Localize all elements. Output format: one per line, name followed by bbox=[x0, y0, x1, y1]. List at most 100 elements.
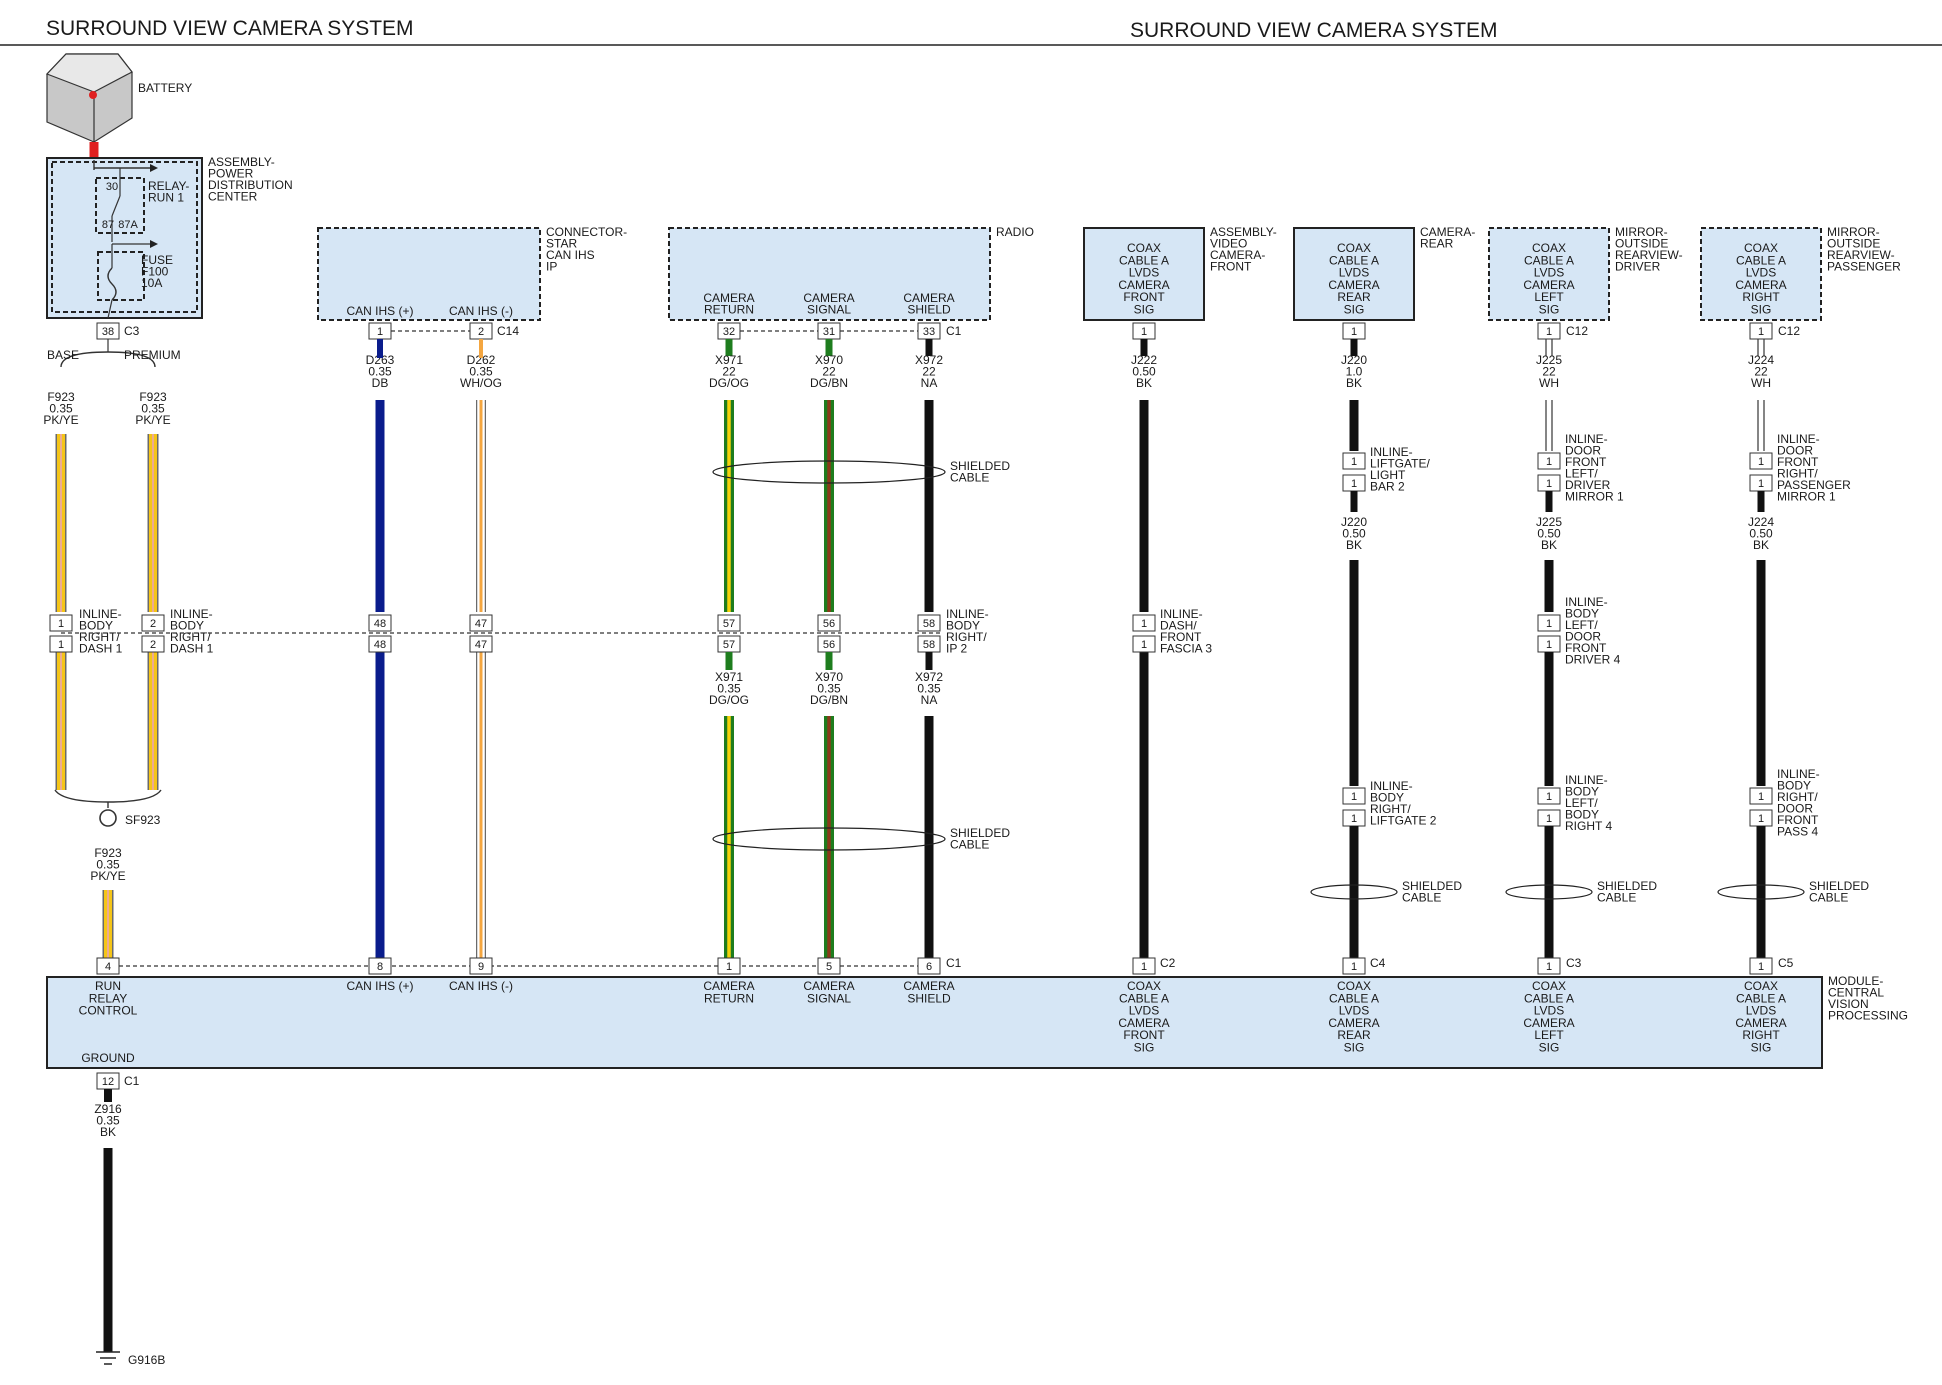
fuse-out bbox=[107, 299, 113, 319]
module-pin-name: CAMERA bbox=[803, 979, 854, 993]
wire-label: PK/YE bbox=[135, 413, 170, 427]
camera-pin-name: LEFT bbox=[1534, 290, 1564, 304]
module-pin-name: REAR bbox=[1337, 1028, 1371, 1042]
module-pin-name: RIGHT bbox=[1742, 1028, 1780, 1042]
wire-label: 0.35 bbox=[96, 858, 120, 872]
page-title-right: SURROUND VIEW CAMERA SYSTEM bbox=[1130, 19, 1498, 42]
inline-label: DOOR bbox=[1777, 802, 1813, 816]
inline-label: RIGHT/ bbox=[1370, 802, 1411, 816]
pdc-label: ASSEMBLY- bbox=[208, 155, 275, 169]
pin-box bbox=[717, 957, 741, 975]
module-pin-name: COAX bbox=[1337, 979, 1371, 993]
wire-label: NA bbox=[921, 376, 938, 390]
inline-label: PASSENGER bbox=[1777, 478, 1851, 492]
inline-label: FRONT bbox=[1777, 455, 1819, 469]
module-pin-name: SIGNAL bbox=[807, 991, 851, 1005]
pdc-label: DISTRIBUTION bbox=[208, 178, 293, 192]
camera-pin-name: COAX bbox=[1337, 241, 1371, 255]
camera-front-label: CAMERA- bbox=[1210, 248, 1265, 262]
wire-label: 0.35 bbox=[917, 682, 941, 696]
wire-label: J224 bbox=[1748, 353, 1774, 367]
wire-label: NA bbox=[921, 693, 938, 707]
pin-box bbox=[1342, 957, 1366, 975]
inline-label: BODY bbox=[946, 619, 980, 633]
pin-box bbox=[469, 635, 493, 653]
pin-box bbox=[141, 614, 165, 632]
pin-box bbox=[1132, 635, 1156, 653]
inline-label: BODY bbox=[1777, 779, 1811, 793]
mirror-driver-label: REARVIEW- bbox=[1615, 248, 1683, 262]
splice-label: SF923 bbox=[125, 813, 161, 827]
inline-label: INLINE- bbox=[1160, 607, 1203, 621]
wire-label: PK/YE bbox=[90, 869, 125, 883]
pin-number: 58 bbox=[923, 639, 935, 651]
relay-pin-87: 87 bbox=[102, 219, 114, 231]
relay-label: RUN 1 bbox=[148, 191, 184, 205]
pin-number: 6 bbox=[926, 961, 932, 973]
camera-pin-name: COAX bbox=[1127, 241, 1161, 255]
camera-pin-name: CABLE A bbox=[1524, 253, 1574, 267]
wire-label: BK bbox=[100, 1125, 116, 1139]
module-pin-name: RELAY bbox=[89, 991, 127, 1005]
pin-box bbox=[96, 957, 120, 975]
camera-pin-name: LVDS bbox=[1534, 266, 1564, 280]
connector-star-can-ihs bbox=[317, 227, 541, 321]
inline-label: MIRROR 1 bbox=[1565, 490, 1624, 504]
fuse-label: FUSE bbox=[141, 253, 173, 267]
wire-label: 0.35 bbox=[96, 1114, 120, 1128]
pin-box bbox=[917, 614, 941, 632]
inline-label: IP 2 bbox=[946, 642, 967, 656]
camera-pin-name: RIGHT bbox=[1742, 290, 1780, 304]
module-pin-name: CABLE A bbox=[1524, 991, 1574, 1005]
wire-label: BK bbox=[1136, 376, 1152, 390]
wire-label: X970 bbox=[815, 670, 843, 684]
wire-label: WH bbox=[1539, 376, 1559, 390]
inline-label: DRIVER bbox=[1565, 478, 1611, 492]
module-pin-name: RETURN bbox=[704, 991, 754, 1005]
inline-label: INLINE- bbox=[1565, 773, 1608, 787]
module-pin-name: SIG bbox=[1344, 1041, 1365, 1055]
pin-name: CAMERA bbox=[803, 291, 854, 305]
inline-label: LEFT/ bbox=[1565, 618, 1598, 632]
wire-label: 22 bbox=[1754, 365, 1768, 379]
fuse-box bbox=[97, 251, 145, 301]
relay-pin-30: 30 bbox=[106, 181, 118, 193]
shielded-cable-label: SHIELDED bbox=[1597, 879, 1657, 893]
branch-premium: PREMIUM bbox=[124, 348, 181, 362]
inline-label: BODY bbox=[1370, 791, 1404, 805]
inline-label: DOOR bbox=[1565, 630, 1601, 644]
arrow-icon bbox=[150, 240, 158, 248]
module-pin-name: CAN IHS (+) bbox=[346, 979, 413, 993]
connector-id: C2 bbox=[1160, 956, 1176, 970]
fuse-icon bbox=[107, 267, 117, 301]
pin-box bbox=[1132, 614, 1156, 632]
relay-pin-87a: 87A bbox=[118, 219, 138, 231]
wire-label: WH bbox=[1751, 376, 1771, 390]
wire-label: F923 bbox=[47, 390, 75, 404]
pin-box bbox=[917, 957, 941, 975]
pdc-label: POWER bbox=[208, 167, 254, 181]
fuse-label: F100 bbox=[141, 265, 169, 279]
module-pin-name: CONTROL bbox=[79, 1004, 138, 1018]
camera-pin-name: FRONT bbox=[1123, 290, 1165, 304]
shielded-cable-label: SHIELDED bbox=[1809, 879, 1869, 893]
pin-number: 1 bbox=[1351, 813, 1357, 825]
battery-label: BATTERY bbox=[138, 81, 192, 95]
camera-pin-name: CABLE A bbox=[1329, 253, 1379, 267]
pin-number: 1 bbox=[1351, 478, 1357, 490]
pin-number: 1 bbox=[1546, 618, 1552, 630]
wire-label: D262 bbox=[467, 353, 496, 367]
pin-number: 1 bbox=[1546, 961, 1552, 973]
pin-box bbox=[1342, 452, 1366, 470]
camera-pin-name: CAMERA bbox=[1328, 278, 1379, 292]
shielded-cable-ring bbox=[712, 827, 946, 851]
module-pin-name: CAMERA bbox=[903, 979, 954, 993]
pin-box bbox=[1132, 957, 1156, 975]
wire-label: X971 bbox=[715, 353, 743, 367]
pin-number: 57 bbox=[723, 618, 735, 630]
module-label: PROCESSING bbox=[1828, 1009, 1908, 1023]
mirror-passenger-label: PASSENGER bbox=[1827, 260, 1901, 274]
mirror-driver-label: MIRROR- bbox=[1615, 225, 1668, 239]
pin-name: SHIELD bbox=[907, 303, 951, 317]
pdc-label: CENTER bbox=[208, 190, 258, 204]
